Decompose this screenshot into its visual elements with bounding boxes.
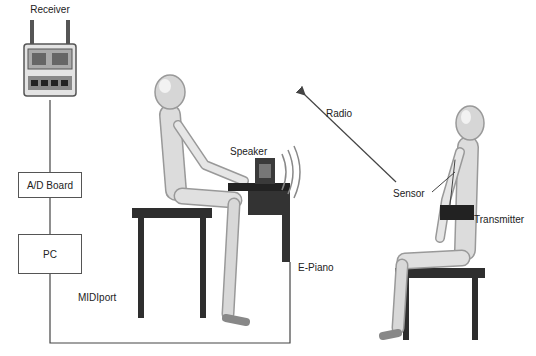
part-label: Radio [326, 108, 352, 120]
radio-arrow [305, 95, 396, 182]
pianist-figure [155, 75, 246, 322]
signal-wire [49, 198, 50, 234]
listener-figure [383, 106, 484, 336]
part-label: MIDIport [78, 292, 116, 304]
left-stool [132, 208, 212, 318]
process-box: A/D Board [18, 172, 82, 198]
part-label: Speaker [230, 146, 267, 158]
e-piano [228, 146, 300, 262]
box-label: PC [43, 249, 57, 260]
box-label: A/D Board [27, 180, 73, 191]
receiver-icon [18, 4, 82, 100]
part-label: E-Piano [298, 262, 334, 274]
receiver-device: Receiver [18, 4, 82, 100]
process-box: PC [18, 234, 82, 274]
part-label: Sensor [393, 188, 425, 200]
signal-wire [49, 100, 50, 172]
device-label: Receiver [18, 4, 82, 15]
part-label: Transmitter [474, 214, 524, 226]
right-stool [395, 268, 485, 340]
sensor-leader [432, 172, 455, 192]
midi-wire [50, 262, 290, 343]
